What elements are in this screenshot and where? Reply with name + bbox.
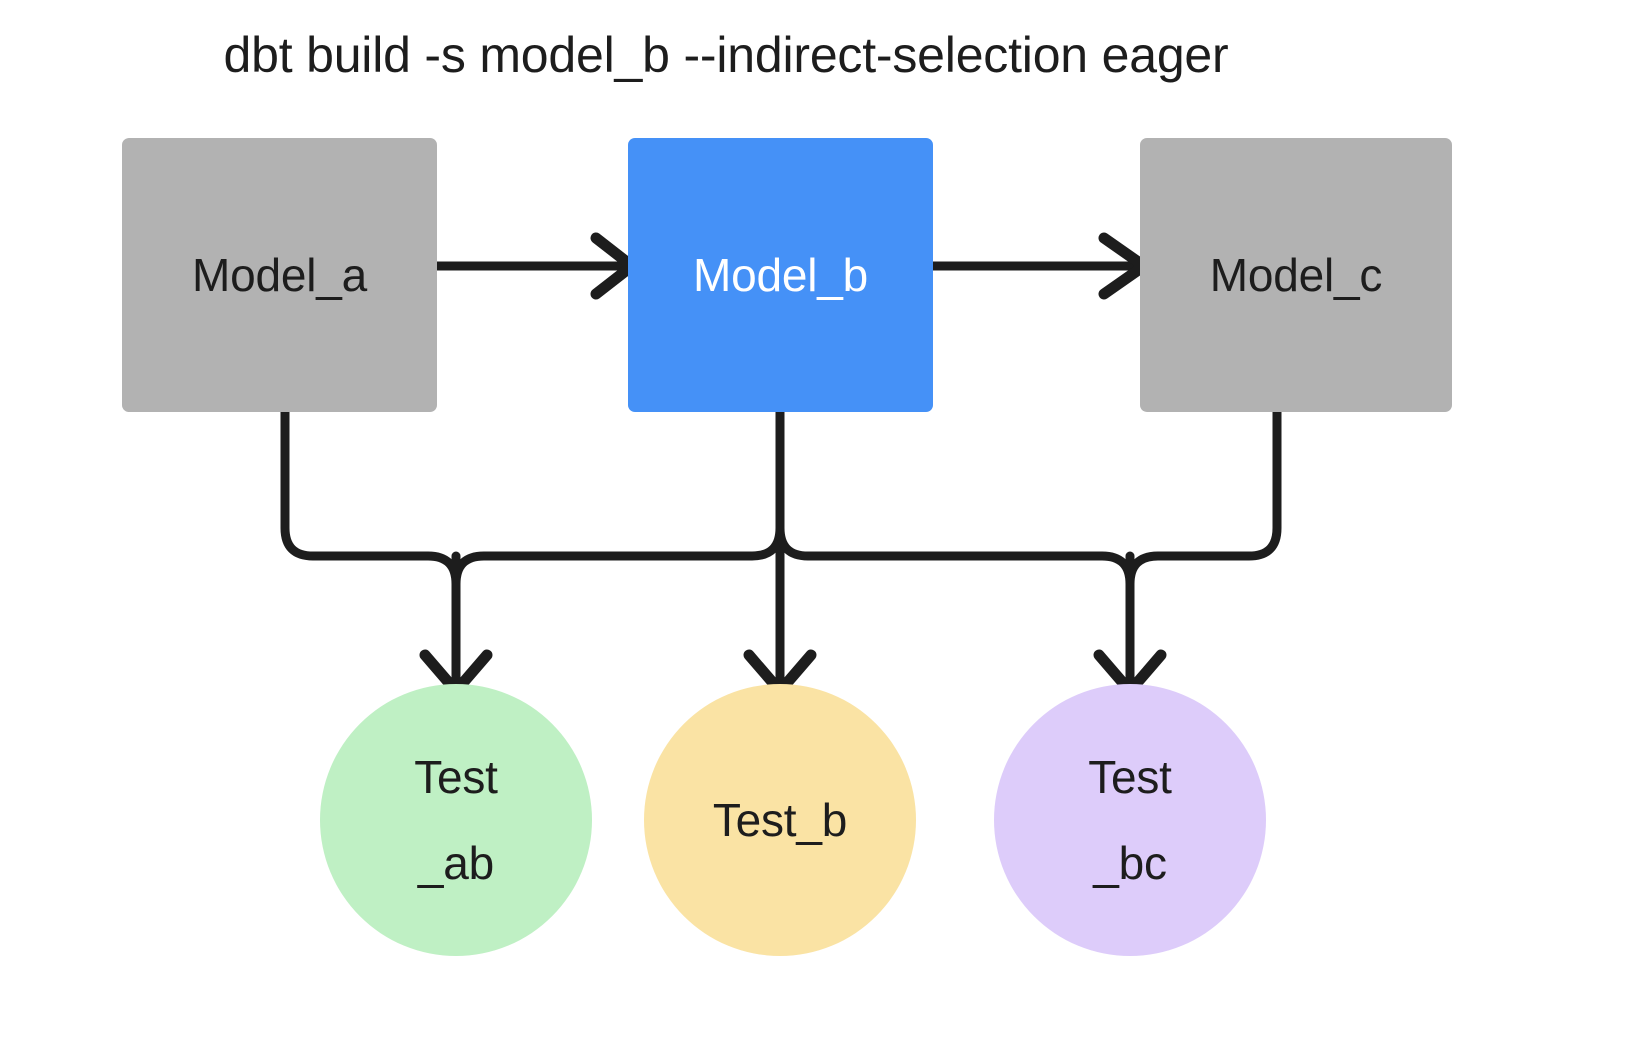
test-bc-label: Test _bc — [1088, 751, 1172, 889]
diagram-title: dbt build -s model_b --indirect-selectio… — [223, 27, 1229, 83]
model-b-label: Model_b — [692, 249, 869, 301]
edge-arrow-test-bc — [1093, 551, 1167, 697]
test-node-test-ab[interactable]: Test _ab — [320, 684, 592, 956]
model-a-label: Model_a — [191, 249, 368, 301]
test-ab-label: Test _ab — [414, 751, 498, 889]
edge-model-a-to-model-b — [432, 232, 638, 300]
test-node-test-b[interactable]: Test_b — [644, 684, 916, 956]
test-node-test-bc[interactable]: Test _bc — [994, 684, 1266, 956]
model-c-label: Model_c — [1209, 249, 1383, 301]
edge-model-c-to-test-bc — [1125, 407, 1282, 589]
model-node-model-a[interactable]: Model_a — [122, 138, 437, 412]
edge-model-a-to-test-ab — [280, 407, 461, 589]
edge-model-b-to-test-ab — [451, 407, 785, 589]
model-node-model-c[interactable]: Model_c — [1140, 138, 1452, 412]
edge-model-b-to-model-c — [928, 232, 1150, 300]
edge-arrow-test-ab — [419, 551, 493, 697]
test-b-label: Test_b — [712, 794, 848, 846]
edge-model-b-to-test-bc — [775, 407, 1135, 589]
model-node-model-b[interactable]: Model_b — [628, 138, 933, 412]
